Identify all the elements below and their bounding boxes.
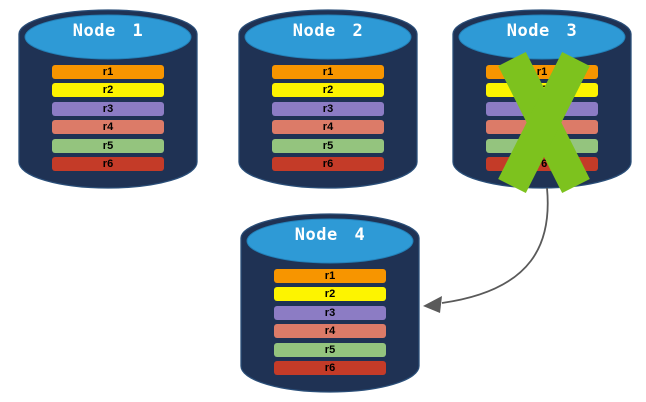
replica-bar-r5: r5	[274, 342, 386, 357]
node-4: Node 4 r1 r2 r3 r4 r5 r6	[240, 212, 420, 394]
replica-bar-r3: r3	[274, 305, 386, 320]
replication-arrow	[423, 187, 549, 313]
replica-bar-r6: r6	[272, 156, 384, 171]
replica-bar-r2: r2	[52, 83, 164, 98]
replica-bar-r4: r4	[272, 120, 384, 135]
node-4-title: Node 4	[294, 225, 366, 245]
node-2-replicas: r1 r2 r3 r4 r5 r6	[272, 65, 384, 171]
replica-bar-r2: r2	[274, 287, 386, 302]
replica-bar-r1: r1	[274, 269, 386, 283]
replica-bar-r5: r5	[272, 138, 384, 153]
replica-bar-r4: r4	[52, 120, 164, 135]
node-4-replicas: r1 r2 r3 r4 r5 r6	[274, 269, 386, 375]
replica-bar-r2: r2	[272, 83, 384, 98]
replica-bar-r5: r5	[52, 138, 164, 153]
replica-bar-r1: r1	[272, 65, 384, 79]
node-1-replicas: r1 r2 r3 r4 r5 r6	[52, 65, 164, 171]
replica-bar-r3: r3	[272, 101, 384, 116]
node-1-title: Node 1	[72, 21, 144, 41]
node-1: Node 1 r1 r2 r3 r4 r5 r6	[18, 8, 198, 190]
replica-bar-r1: r1	[52, 65, 164, 79]
replica-bar-r3: r3	[52, 101, 164, 116]
node-3-title: Node 3	[506, 21, 578, 41]
node-2: Node 2 r1 r2 r3 r4 r5 r6	[238, 8, 418, 190]
node-2-title: Node 2	[292, 21, 364, 41]
replica-bar-r4: r4	[274, 324, 386, 339]
replica-bar-r6: r6	[274, 360, 386, 375]
failure-x-icon	[498, 52, 590, 193]
replica-bar-r6: r6	[52, 156, 164, 171]
